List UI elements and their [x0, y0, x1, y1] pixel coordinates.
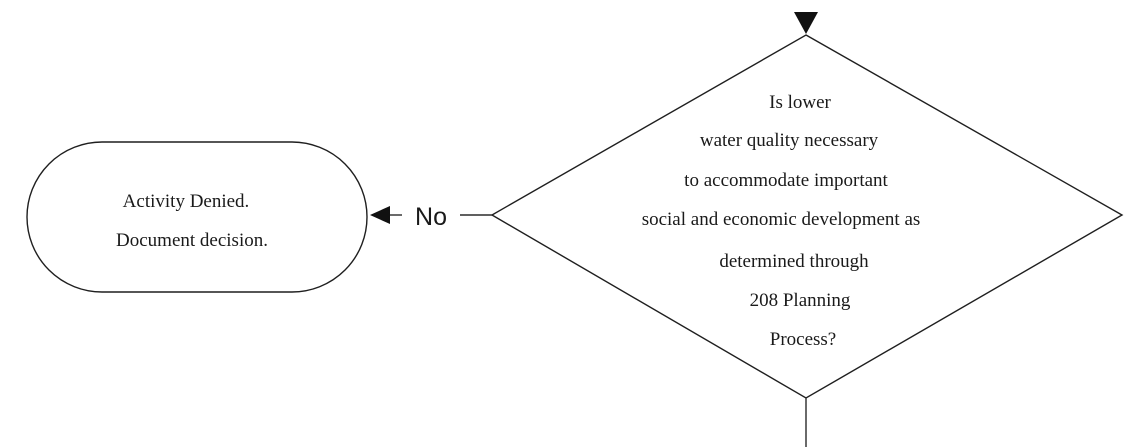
decision-line: to accommodate important	[684, 170, 888, 191]
decision-line: determined through	[719, 251, 869, 272]
decision-line: Process?	[770, 329, 836, 350]
outcome-line: Activity Denied.	[123, 191, 250, 212]
decision-line: Is lower	[769, 92, 831, 113]
no-branch-label: No	[415, 203, 447, 231]
decision-line: water quality necessary	[700, 130, 879, 151]
decision-text: Is lower water quality necessary to acco…	[642, 92, 921, 350]
no-branch-arrowhead	[370, 206, 390, 224]
outcome-line: Document decision.	[116, 230, 268, 251]
outcome-text: Activity Denied. Document decision.	[116, 191, 268, 251]
decision-line: social and economic development as	[642, 209, 921, 230]
decision-line: 208 Planning	[750, 290, 851, 311]
outcome-terminal	[26, 141, 368, 293]
incoming-arrowhead	[794, 12, 818, 34]
